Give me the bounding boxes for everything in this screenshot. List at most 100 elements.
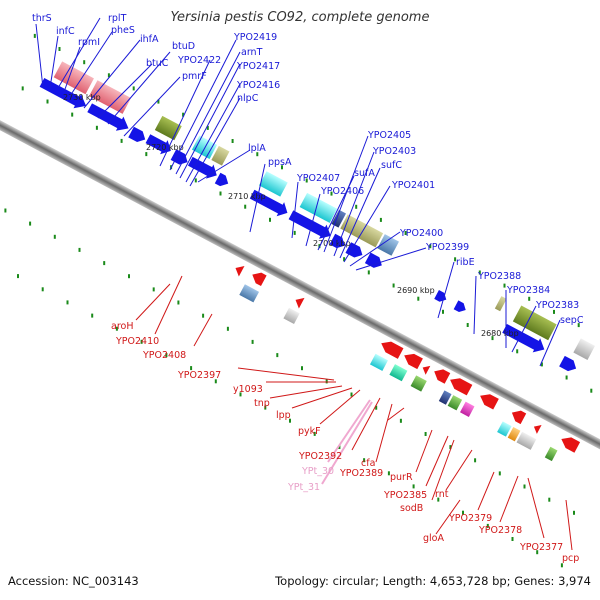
gene-label: YPO2378 (478, 525, 522, 536)
feature-box (340, 214, 384, 248)
gene-label: YPO2379 (448, 513, 492, 524)
cds-arrow (145, 134, 171, 155)
gc-tick (83, 60, 86, 65)
gc-tick (152, 287, 155, 292)
gc-ticks (4, 33, 593, 568)
gc-tick (177, 300, 180, 305)
cds-arrow (249, 189, 288, 217)
cds-arrow (364, 252, 382, 268)
gc-tick (560, 563, 563, 568)
gc-tick (128, 274, 130, 279)
gene-label: YPt_30 (301, 466, 334, 477)
gc-tick (454, 257, 457, 262)
cds-arrow (345, 242, 363, 258)
feature-box (516, 431, 537, 450)
gc-tick (107, 73, 110, 78)
accession-text: Accession: NC_003143 (8, 574, 139, 588)
gc-tick (392, 283, 395, 288)
cds-arrow (39, 77, 87, 109)
gc-tick (338, 445, 341, 449)
feature-box (447, 395, 463, 411)
gene-label: infC (56, 26, 75, 37)
gc-tick (33, 33, 36, 38)
top-leaders (35, 17, 561, 367)
feature-box (369, 353, 388, 371)
trna-labels: YPt_30 YPt_31 (287, 466, 334, 493)
gene-label: YPO2406 (320, 186, 364, 197)
gc-tick (516, 349, 519, 354)
gene-label: pykF (298, 426, 321, 437)
gc-tick (449, 445, 452, 450)
gc-tick (387, 471, 390, 476)
feature-box (507, 427, 521, 442)
gc-tick (132, 86, 135, 91)
reverse-cds (235, 265, 581, 453)
cds-arrow (295, 297, 305, 309)
gene-label: rnt (435, 489, 449, 500)
gc-tick (115, 326, 118, 331)
gc-tick (379, 217, 382, 222)
gc-tick (478, 270, 481, 275)
gene-label: YPO2401 (391, 180, 435, 191)
gc-tick (437, 497, 440, 502)
gc-tick (46, 99, 49, 104)
forward-cds (39, 77, 577, 372)
feature-box (410, 375, 427, 392)
gc-tick (301, 366, 303, 371)
gc-tick (289, 418, 291, 423)
cds-arrow (561, 437, 581, 453)
gc-tick (565, 375, 568, 380)
gene-label: btuD (172, 41, 195, 52)
feature-box (497, 421, 512, 437)
feature-box (259, 171, 288, 197)
gc-tick (498, 471, 501, 476)
cds-arrow (480, 394, 499, 410)
gc-tick (103, 261, 106, 266)
scale-label: 2720 kbp (146, 143, 184, 152)
gene-label: rpmI (78, 37, 100, 48)
gc-tick (206, 125, 209, 130)
feature-box (53, 61, 94, 95)
gc-tick (95, 125, 98, 130)
feature-box (283, 307, 300, 325)
gene-label: YPO2388 (477, 271, 521, 282)
gc-tick (404, 231, 407, 235)
gene-label: YPO2392 (298, 451, 342, 462)
gc-tick (573, 510, 575, 515)
gc-tick (219, 191, 222, 196)
gc-tick (536, 550, 539, 555)
gc-tick (21, 86, 24, 91)
gc-tick (363, 458, 366, 463)
gene-label: YPO2385 (383, 490, 427, 501)
gene-label: YPO2416 (236, 80, 280, 91)
cds-arrow (381, 341, 404, 359)
gc-tick (120, 138, 123, 143)
gc-tick (503, 283, 506, 288)
gc-tick (182, 112, 185, 117)
gc-tick (269, 217, 271, 222)
cds-arrow (214, 172, 229, 187)
scale-label: 2680 kbp (481, 329, 519, 338)
gc-tick (214, 379, 217, 384)
gc-tick (91, 313, 94, 318)
gene-label: YPO2397 (177, 370, 221, 381)
feature-box (239, 284, 260, 303)
gc-tick (41, 287, 44, 292)
gene-label: YPO2419 (233, 32, 277, 43)
gc-tick (226, 326, 229, 331)
scale-label: 2710 kbp (228, 192, 266, 201)
gc-tick (256, 152, 259, 157)
gene-label: lplA (248, 143, 266, 154)
gc-tick (424, 432, 427, 436)
top-labels: thrS infC rpmI rplT pheS ihfA btuC btuD … (32, 13, 584, 326)
gc-tick (165, 353, 168, 357)
gene-label: YPt_31 (287, 482, 320, 493)
gc-tick (53, 234, 56, 239)
gc-tick (58, 47, 61, 51)
gene-label: gloA (423, 533, 444, 544)
feature-box (191, 135, 218, 160)
gc-tick (412, 484, 415, 489)
scale-label: 2730 kbp (63, 93, 101, 102)
gene-label: YPO2403 (372, 146, 416, 157)
gene-label: ppsA (268, 157, 292, 168)
